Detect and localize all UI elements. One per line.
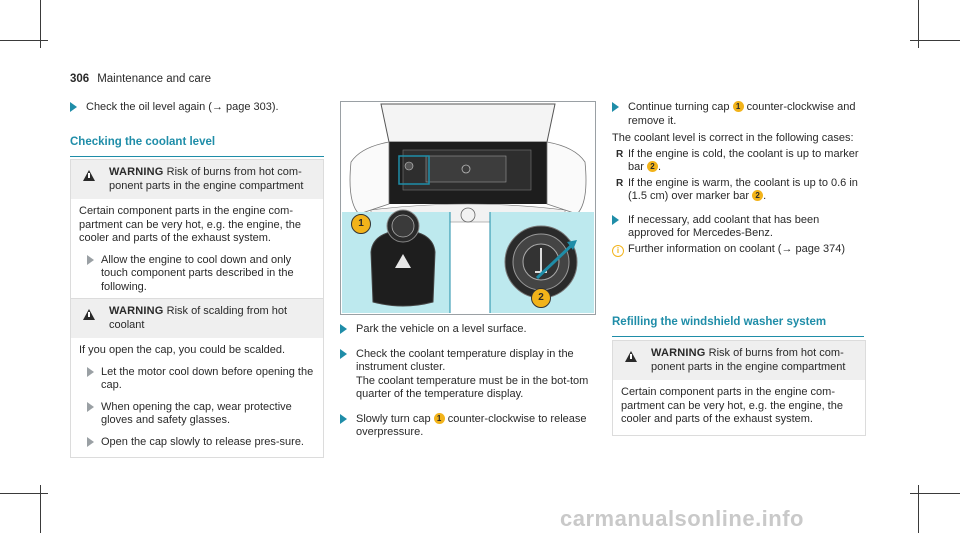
warning-step: Open the cap slowly to release pres-sure… <box>79 436 315 450</box>
warning-step-text: Open the cap slowly to release pres-sure… <box>101 435 304 448</box>
step-text[interactable]: Check the oil level again (→ page 303). <box>86 101 279 113</box>
column-2-steps: Park the vehicle on a level surface. Che… <box>340 323 598 440</box>
step-continue: Continue turning cap 1 counter-clockwise… <box>612 101 866 128</box>
warning-label: WARNING <box>109 305 164 317</box>
warning-step: When opening the cap, wear protective gl… <box>79 401 315 428</box>
bullet-mark: R <box>616 177 624 189</box>
callout-1: 1 <box>351 214 371 234</box>
step-text: Continue turning cap <box>628 101 733 113</box>
watermark: carmanualsonline.info <box>560 506 804 531</box>
step-arrow-icon <box>340 413 347 424</box>
warning-step: Let the motor cool down before opening t… <box>79 366 315 393</box>
info-icon: i <box>612 244 624 257</box>
section-name: Maintenance and care <box>97 73 211 85</box>
crop-mark <box>918 485 919 533</box>
warning-body: If you open the cap, you could be scalde… <box>71 338 323 457</box>
case-text-end: . <box>657 161 662 173</box>
info-text[interactable]: Further information on coolant (→ page 3… <box>628 242 846 255</box>
crop-mark <box>918 0 919 48</box>
warning-label: WARNING <box>651 347 706 359</box>
engine-illustration: 1 2 <box>340 101 596 315</box>
warning-label: WARNING <box>109 166 164 178</box>
warning-step: Allow the engine to cool down and only t… <box>79 254 315 295</box>
warning-head-text: Risk of burns from hot com- <box>163 166 302 178</box>
warning-body-text: Certain component parts in the engine co… <box>621 386 843 425</box>
case-text: If the engine is warm, the coolant is up… <box>628 176 858 203</box>
step-text-cont: counter-clockwise to release overpressur… <box>356 412 587 439</box>
warning-body: Certain component parts in the engine co… <box>71 199 323 302</box>
step-note-text: The coolant temperature must be in the b… <box>356 374 589 401</box>
step-check-temp: Check the coolant temperature display in… <box>340 348 598 402</box>
warning-head-text: Risk of burns from hot com- <box>705 347 844 359</box>
crop-mark <box>0 40 48 41</box>
case-text-end: . <box>763 190 767 202</box>
warning-head-text: Risk of scalding from hot <box>163 305 288 317</box>
callout-number: 2 <box>646 161 658 172</box>
step-text: Slowly turn cap <box>356 412 434 425</box>
section-title: Checking the coolant level <box>70 136 216 148</box>
warning-header: WARNING Risk of burns from hot com-ponen… <box>71 160 323 199</box>
step-text: If necessary, add coolant that has been … <box>628 213 820 240</box>
step-text: Check the coolant temperature display in… <box>356 347 574 374</box>
crop-mark <box>40 485 41 533</box>
step-arrow-icon <box>87 366 94 377</box>
callout-2: 2 <box>531 288 551 308</box>
engine-bay-drawing <box>342 103 594 313</box>
warning-mark <box>630 354 632 359</box>
warning-body-text: If you open the cap, you could be scalde… <box>79 344 286 356</box>
step-text-cont: counter-clockwise and remove it. <box>628 101 856 127</box>
step-arrow-icon <box>612 214 619 225</box>
crop-mark <box>40 0 41 48</box>
section-rule <box>70 155 324 157</box>
case-text: If the engine is cold, the coolant is up… <box>628 147 859 174</box>
step-add-coolant: If necessary, add coolant that has been … <box>612 214 866 241</box>
crop-mark <box>0 493 48 494</box>
level-intro: The coolant level is correct in the foll… <box>612 132 854 144</box>
step-arrow-icon <box>340 348 347 359</box>
warning-header: WARNING Risk of scalding from hot coolant <box>71 299 323 338</box>
step-arrow-icon <box>612 102 619 112</box>
page-header: 306 Maintenance and care <box>70 73 211 85</box>
warning-step-text: When opening the cap, wear protective gl… <box>101 400 292 427</box>
step-arrow-icon <box>340 324 347 334</box>
step-arrow-icon <box>70 102 77 112</box>
column-1: Check the oil level again (→ page 303). <box>70 101 324 115</box>
step-arrow-icon <box>87 401 94 412</box>
callout-number: 1 <box>433 412 445 424</box>
warning-box-scalding: WARNING Risk of scalding from hot coolant… <box>70 298 324 458</box>
step-arrow-icon <box>87 254 94 265</box>
info-note: i Further information on coolant (→ page … <box>612 243 866 257</box>
warning-step-text: Allow the engine to cool down and only t… <box>101 253 294 293</box>
warning-step-text: Let the motor cool down before opening t… <box>101 365 314 392</box>
warning-head-text-2: ponent parts in the engine compartment <box>109 179 304 192</box>
warning-box-washer: WARNING Risk of burns from hot com-ponen… <box>612 340 866 436</box>
warning-body-text: Certain component parts in the engine co… <box>79 205 301 244</box>
warning-head-text-2: ponent parts in the engine compartment <box>651 360 846 373</box>
step-park: Park the vehicle on a level surface. <box>340 323 598 337</box>
section-rule <box>612 335 864 337</box>
warning-mark <box>88 173 90 178</box>
step-arrow-icon <box>87 436 94 447</box>
bullet-mark: R <box>616 148 624 160</box>
crop-mark <box>910 40 960 41</box>
section-washer: Refilling the windshield washer system <box>612 316 864 337</box>
warning-box-burns: WARNING Risk of burns from hot com-ponen… <box>70 159 324 303</box>
warning-mark <box>88 312 90 317</box>
callout-number: 2 <box>752 190 764 201</box>
section-coolant: Checking the coolant level <box>70 136 324 157</box>
column-3: Continue turning cap 1 counter-clockwise… <box>612 101 866 257</box>
warning-header: WARNING Risk of burns from hot com-ponen… <box>613 341 865 380</box>
section-title: Refilling the windshield washer system <box>612 316 827 328</box>
warning-body: Certain component parts in the engine co… <box>613 380 865 435</box>
crop-mark <box>910 493 960 494</box>
step-text: Park the vehicle on a level surface. <box>356 323 527 335</box>
case-cold: R If the engine is cold, the coolant is u… <box>612 148 866 175</box>
page-number: 306 <box>70 73 90 85</box>
callout-number: 1 <box>732 101 744 112</box>
case-warm: R If the engine is warm, the coolant is u… <box>612 177 866 204</box>
step-turn-cap: Slowly turn cap 1 counter-clockwise to r… <box>340 412 598 440</box>
step-check-oil: Check the oil level again (→ page 303). <box>70 101 324 115</box>
warning-head-text-2: coolant <box>109 318 145 331</box>
